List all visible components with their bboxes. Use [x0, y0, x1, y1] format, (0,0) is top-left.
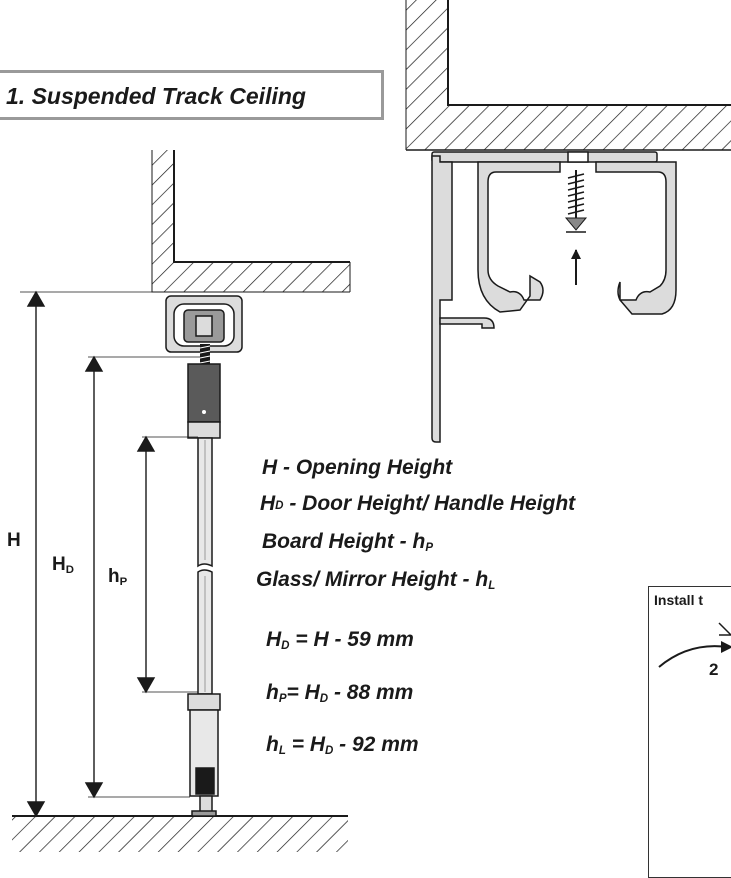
screw-icon	[564, 170, 588, 233]
dim-hP	[136, 435, 198, 694]
dim-label-hP: hP	[108, 566, 128, 588]
inset-title: Install t	[654, 592, 704, 608]
legend-glass-height: Glass/ Mirror Height - hL	[256, 568, 496, 592]
inset-step-number: 2	[709, 660, 719, 679]
formula-door-height: HD = H - 59 mm	[266, 628, 414, 652]
legend-door-height: HD - Door Height/ Handle Height	[260, 492, 576, 515]
section-title: 1. Suspended Track Ceiling	[6, 83, 306, 109]
legend-opening-height: H - Opening Height	[262, 456, 453, 479]
bottom-rail	[187, 693, 221, 817]
door-panel	[197, 437, 213, 695]
section-title-box: 1. Suspended Track Ceiling	[0, 70, 384, 120]
floor-hatch	[12, 815, 348, 852]
installation-diagram	[12, 0, 731, 852]
dim-HD	[84, 355, 200, 799]
top-rail-bracket	[187, 363, 221, 439]
ceiling-corner-detail	[405, 0, 731, 151]
track-profile-section	[431, 151, 677, 443]
formula-board-height: hP= HD - 88 mm	[266, 681, 414, 705]
dim-H	[20, 290, 190, 818]
dim-label-HD: HD	[52, 554, 74, 576]
inset-arrow-icon	[658, 622, 731, 668]
install-inset-panel: Install t 2	[648, 586, 731, 878]
dim-label-H: H	[7, 530, 21, 551]
track-carriage	[165, 295, 243, 353]
legend-board-height: Board Height - hP	[262, 530, 434, 554]
wall-ceiling-hatch	[151, 150, 351, 293]
hanger-bolt	[199, 344, 211, 366]
formula-glass-height: hL = HD - 92 mm	[266, 733, 419, 757]
